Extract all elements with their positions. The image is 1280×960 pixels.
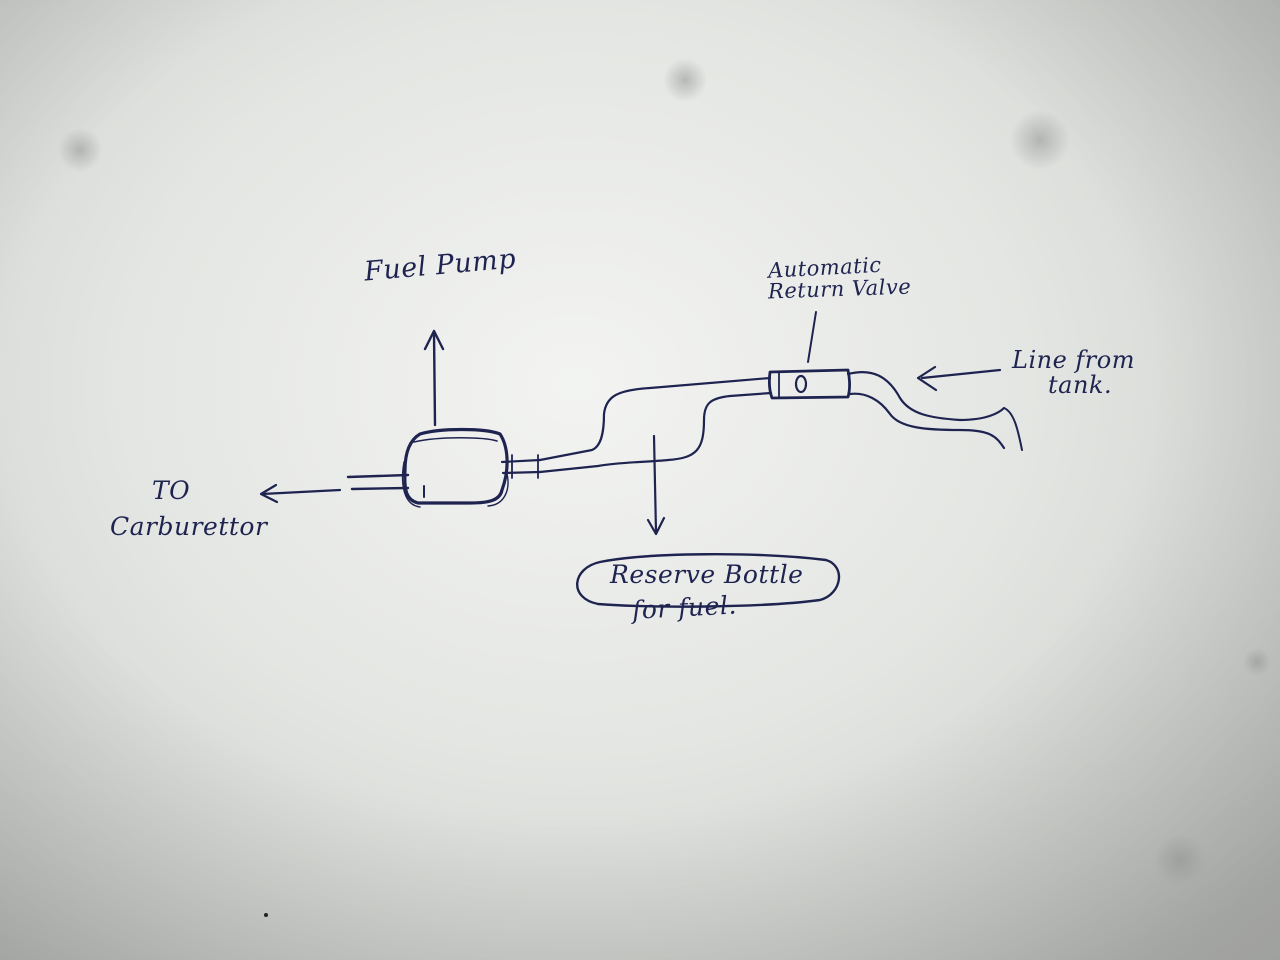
tank-label-line1: Line from [1012,346,1135,374]
carburettor-label: TO Carburettor [110,476,268,542]
valve-label-line2: Return Valve [767,274,912,304]
line-from-tank-label: Line from tank. [1012,346,1135,400]
automatic-return-valve-label: Automatic Return Valve [767,253,912,304]
carb-label-line1: TO [152,476,191,505]
tank-label-line2: tank. [1048,371,1113,400]
fuel-pump-body [401,427,509,508]
carb-label-line2: Carburettor [110,512,268,542]
carburettor-outlet-pipes [346,473,410,491]
reserve-bottle-outline [576,553,841,608]
reserve-bottle-label: Reserve Bottle for fuel. [610,560,804,625]
carburettor-arrow [259,483,342,504]
fuel-line-to-valve [538,376,773,474]
reserve-bottle-arrow [646,434,666,536]
fuel-pump-arrow [423,329,445,427]
pump-inlet-stubs [500,454,542,479]
reserve-label-line1: Reserve Bottle [610,560,804,589]
reserve-label-line2: for fuel. [631,590,738,626]
automatic-return-valve [768,311,851,400]
tank-line [846,370,1023,451]
tank-line-arrow [916,365,1002,392]
